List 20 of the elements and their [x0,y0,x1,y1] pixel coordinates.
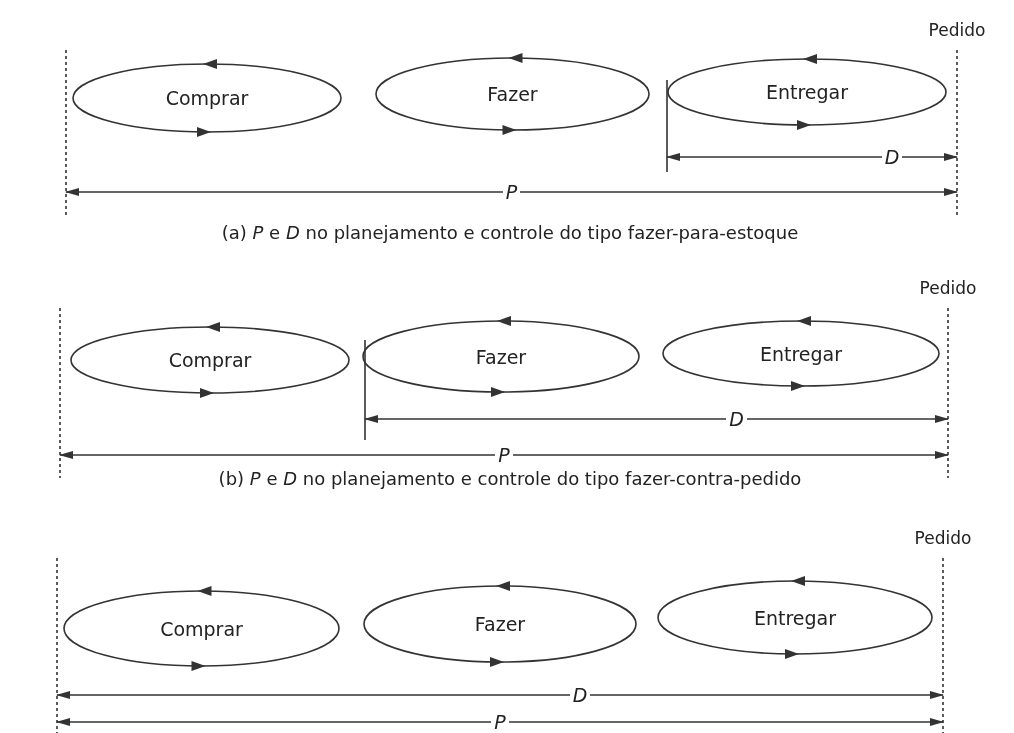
process-label: Entregar [753,606,837,629]
process-label: Comprar [165,87,249,109]
process-label: Entregar [759,342,843,365]
process-label: Comprar [160,617,243,640]
order-label: Pedido [928,20,986,40]
dimension-label: D [569,685,591,705]
process-label: Comprar [168,349,252,371]
order-label: Pedido [914,528,972,548]
dimension-label: P [502,182,521,202]
figure-caption: (a) P e D no planejamento e controle do tipo fazer-para-estoque [221,221,799,243]
process-label: Entregar [765,81,849,103]
figure-caption: (b) P e D no planejamento e controle do tipo fazer-contra-pedido [218,467,802,489]
process-label: Fazer [474,613,526,635]
dimension-label: D [881,147,903,167]
dimension-label: P [491,712,509,732]
process-label: Fazer [487,83,538,105]
order-label: Pedido [919,278,977,298]
process-label: Fazer [475,345,527,368]
dimension-label: P [495,445,513,465]
dimension-label: D [726,409,747,429]
